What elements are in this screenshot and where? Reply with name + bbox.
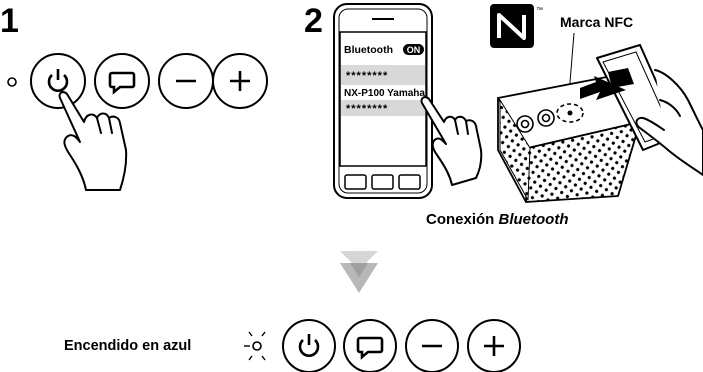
step-1-number: 1 <box>0 2 19 40</box>
plus-icon <box>230 71 250 91</box>
volume-up-button[interactable] <box>212 53 268 109</box>
nfc-target-area <box>556 103 584 123</box>
phone-nav-button-right[interactable] <box>398 174 421 190</box>
step-2-number: 2 <box>304 2 323 40</box>
volume-up-button-bottom[interactable] <box>467 319 521 372</box>
power-button[interactable] <box>30 53 86 109</box>
hand-tapping-icon <box>420 96 483 186</box>
nfc-trademark: ™ <box>536 7 543 14</box>
caption-bluetooth: Bluetooth <box>499 211 569 228</box>
phone-nav-button-center[interactable] <box>371 174 394 190</box>
bluetooth-setting-label: Bluetooth <box>344 44 393 56</box>
power-button-bottom[interactable] <box>282 319 336 372</box>
device-entry-masked-bottom[interactable]: ******** <box>346 103 388 115</box>
volume-down-button[interactable] <box>158 53 214 109</box>
device-entry-nx-p100[interactable]: NX-P100 Yamaha <box>344 88 425 99</box>
hand-holding-phone <box>635 69 703 176</box>
caption-prefix: Conexión <box>426 211 499 228</box>
indicator-led-lit <box>244 331 266 361</box>
indicator-led <box>7 77 17 87</box>
speech-bubble-icon <box>356 336 384 360</box>
bluetooth-toggle[interactable]: ON <box>403 44 424 55</box>
volume-down-button-bottom[interactable] <box>405 319 459 372</box>
button-row-top <box>30 53 268 109</box>
speech-button[interactable] <box>94 53 150 109</box>
down-arrow-icon <box>340 251 378 293</box>
nfc-mark-label: Marca NFC <box>560 14 633 30</box>
connection-caption: Conexión Bluetooth <box>426 211 569 228</box>
device-entry-masked-top[interactable]: ******** <box>346 70 388 82</box>
speech-bubble-icon <box>108 71 136 95</box>
power-icon <box>298 334 320 357</box>
plus-icon <box>484 336 504 356</box>
toggle-label: ON <box>407 45 421 55</box>
smartphone: Bluetooth ON ******** NX-P100 Yamaha ***… <box>333 3 433 199</box>
hand-pressing-icon <box>58 91 128 191</box>
phone-nav-button-left[interactable] <box>344 174 367 190</box>
button-row-bottom <box>282 319 521 372</box>
power-icon <box>47 69 69 92</box>
nfc-logo: ™ <box>490 4 543 48</box>
tap-arrow-icon <box>580 76 626 100</box>
speech-button-bottom[interactable] <box>343 319 397 372</box>
result-label: Encendido en azul <box>64 338 191 354</box>
